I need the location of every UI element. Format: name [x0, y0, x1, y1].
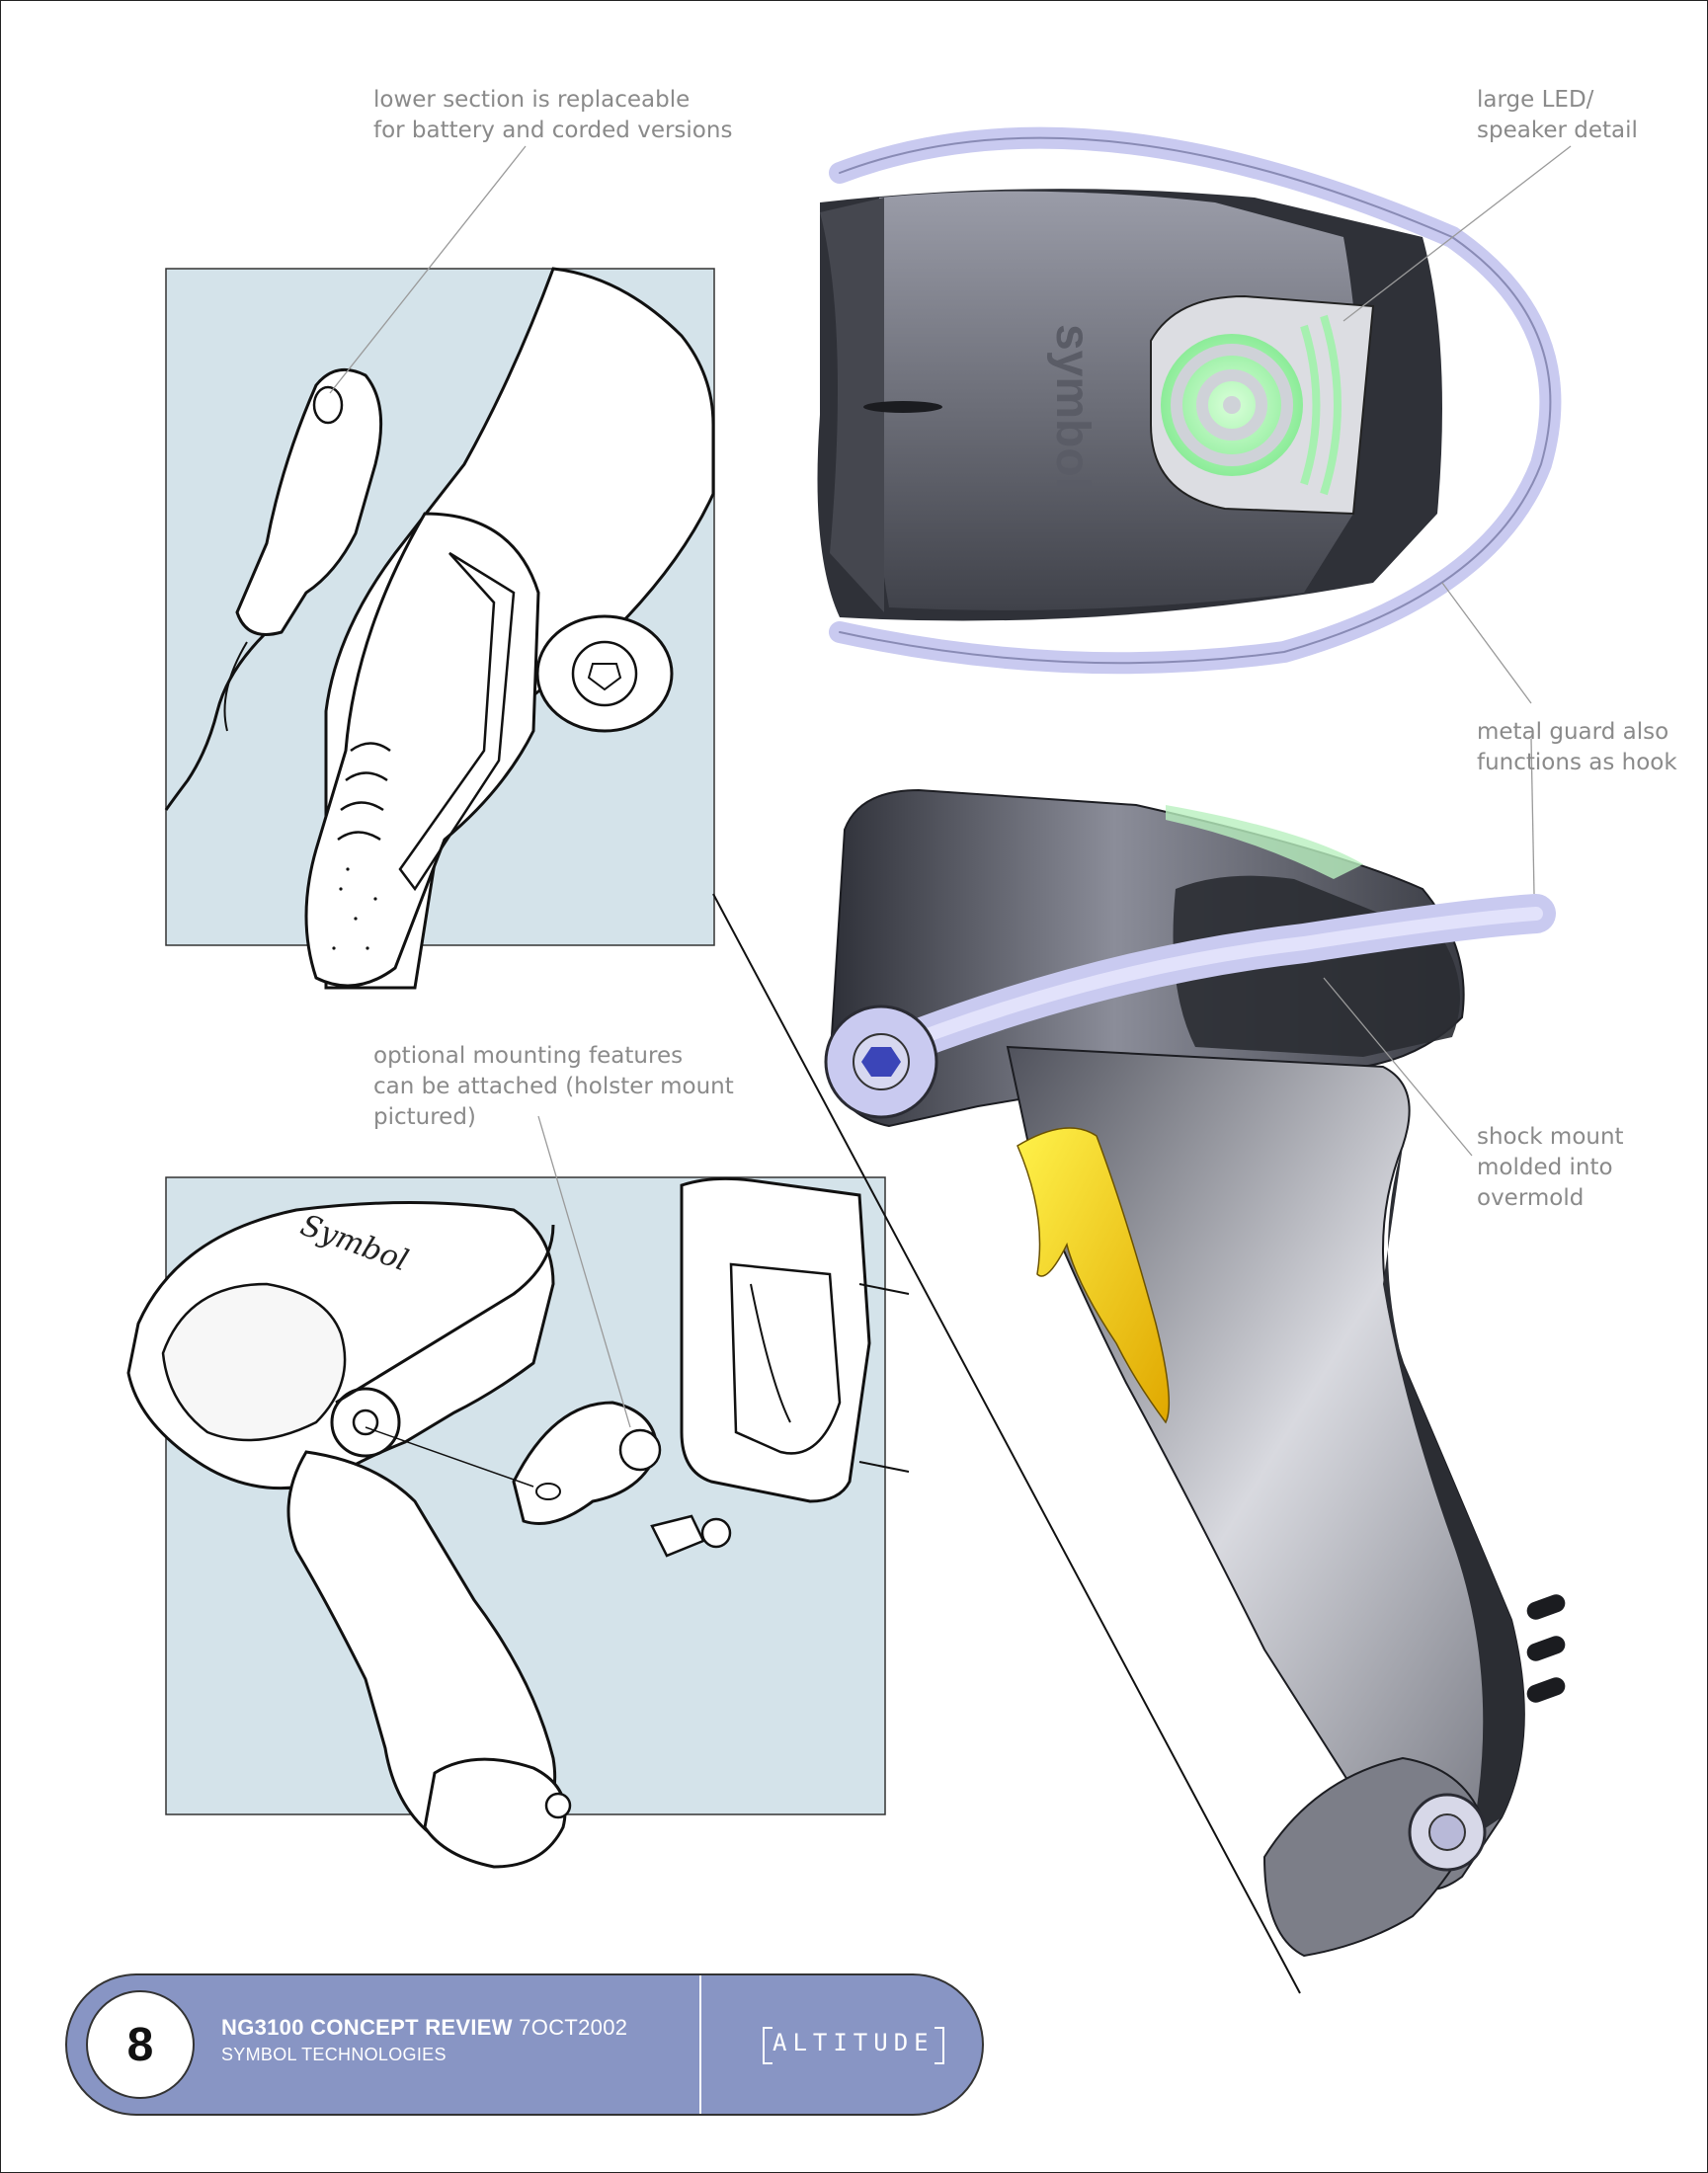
footer-title-line: NG3100 CONCEPT REVIEW 7OCT2002 [221, 2015, 627, 2041]
note-shock-mount: shock mount molded into overmold [1477, 1124, 1624, 1211]
footer-divider [699, 1975, 701, 2114]
note-lower-section: lower section is replaceable for battery… [373, 87, 733, 143]
footer-company: SYMBOL TECHNOLOGIES [221, 2045, 447, 2064]
footer-title: NG3100 CONCEPT REVIEW [221, 2015, 513, 2040]
footer-bar: 8 NG3100 CONCEPT REVIEW 7OCT2002 SYMBOL … [65, 1973, 984, 2116]
front-logo: symbol [1046, 324, 1098, 490]
note-metal-guard: metal guard also functions as hook [1477, 719, 1677, 775]
leader-lines [329, 145, 1572, 1428]
note-mounting: optional mounting features can be attach… [373, 1043, 734, 1130]
render-side-view [824, 788, 1566, 1958]
brand-logo: ALTITUDE [763, 2027, 944, 2064]
note-led-speaker: large LED/ speaker detail [1477, 87, 1638, 143]
divider-line [712, 893, 1301, 1994]
led-speaker-icon [1161, 314, 1342, 496]
sketch-lower-section [164, 267, 715, 990]
page-number: 8 [86, 1990, 195, 2099]
footer-date: 7OCT2002 [519, 2015, 628, 2040]
render-front-view: symbol [817, 126, 1562, 675]
sketch-holster-mount: Symbol [126, 1176, 910, 1869]
